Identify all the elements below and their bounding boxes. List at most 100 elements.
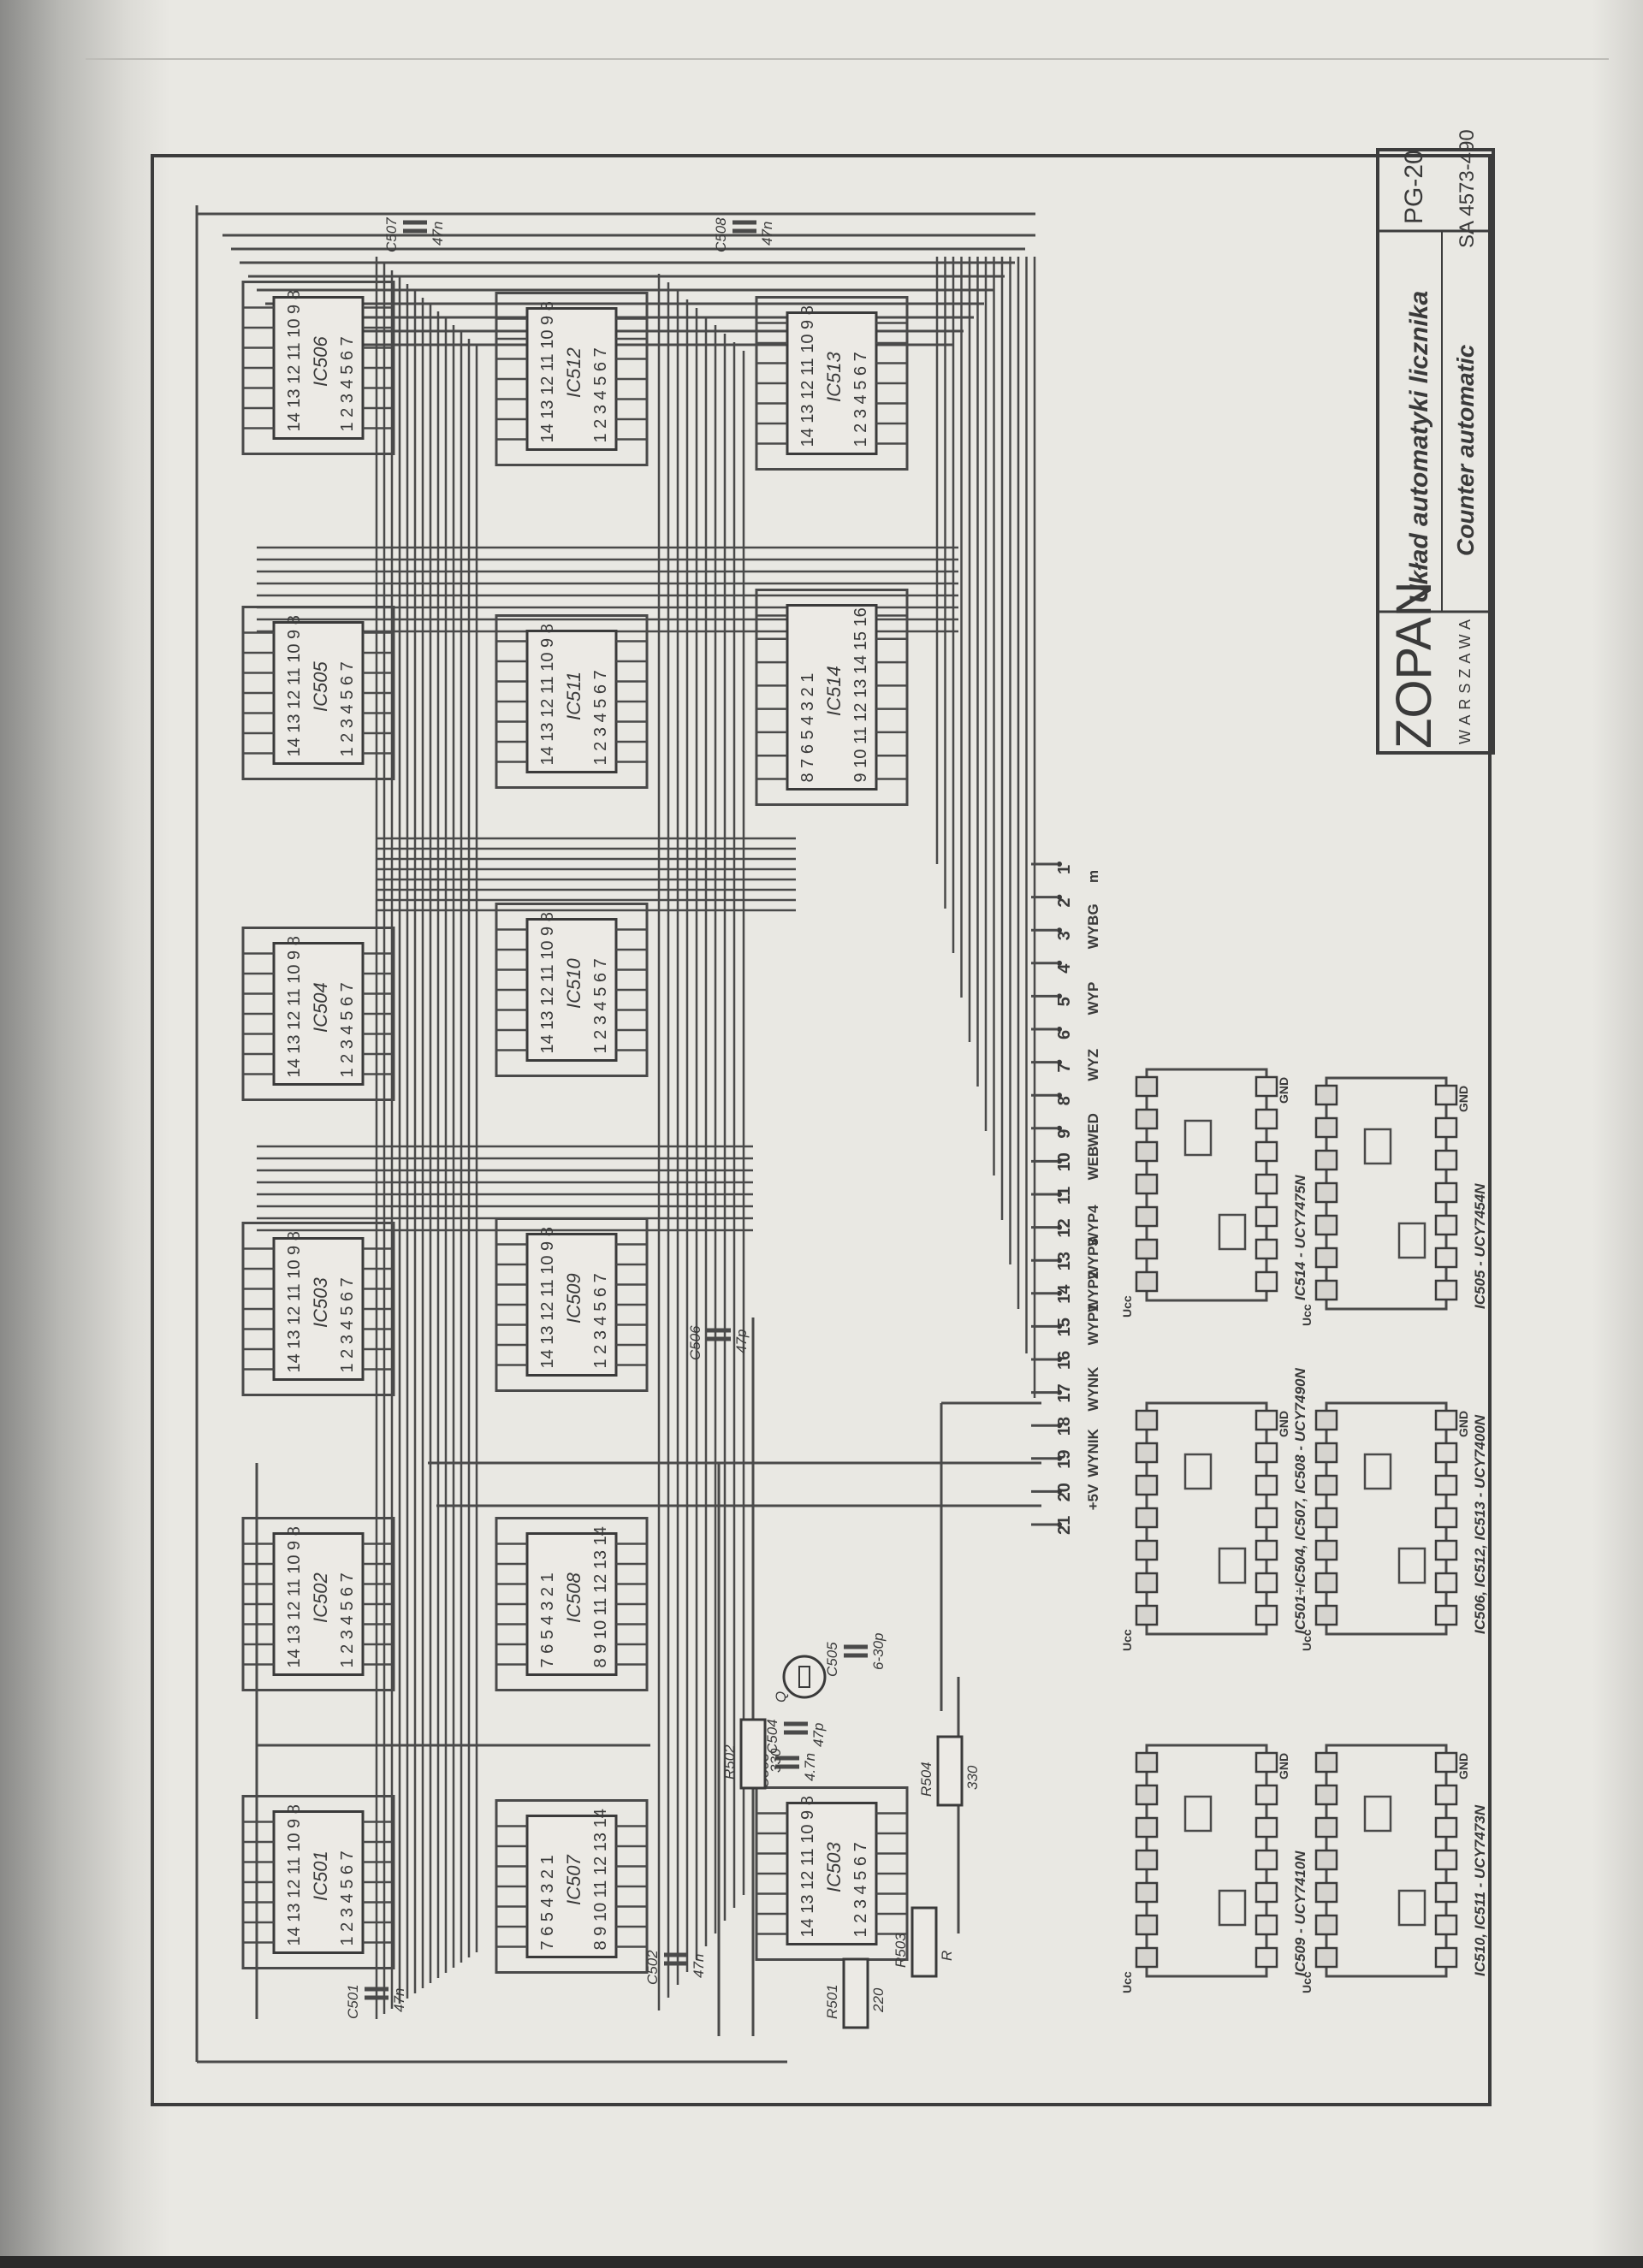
pin-terminal	[1057, 1258, 1062, 1264]
chip-pin-box	[1434, 1946, 1458, 1969]
pin-terminal	[1057, 1224, 1062, 1230]
chip-pin-box	[1135, 1474, 1159, 1496]
chip-pin-box	[1135, 1507, 1159, 1529]
connector-signal-label: WYP1	[1085, 1304, 1101, 1345]
component-value: 47p	[810, 1723, 827, 1747]
pin-terminal	[1057, 1357, 1062, 1362]
chip-pin-box	[1135, 1108, 1159, 1130]
connector-signal-label: m	[1085, 870, 1101, 883]
ic-body	[272, 621, 365, 765]
scan-bottom-edge	[0, 2256, 1643, 2268]
chip-pin-box	[1434, 1474, 1458, 1496]
connector-pin-1: 1m	[1031, 862, 1101, 883]
ic-bottom-pin-numbers: 1 2 3 4 5 6 7	[338, 982, 357, 1077]
connector-signal-label: WYP	[1085, 982, 1101, 1016]
pin-terminal	[1057, 1389, 1062, 1395]
chip-pin-box	[1314, 1751, 1338, 1774]
connector-signal-label: WYP3	[1085, 1238, 1101, 1279]
wiring	[195, 205, 1041, 2064]
chip-pin-box	[1135, 1442, 1159, 1464]
chip-pin-box	[1434, 1116, 1458, 1139]
chip-pin-box	[1254, 1140, 1278, 1163]
pin-terminal	[1057, 1455, 1062, 1461]
ic-body	[272, 942, 365, 1086]
chip-pin-box	[1254, 1442, 1278, 1464]
ic-label: IC503	[823, 1842, 845, 1892]
chip-pin-box	[1434, 1539, 1458, 1561]
chip-caption: IC501÷IC504, IC507, IC508 - UCY7490N	[1292, 1368, 1308, 1634]
connector-pin-number: 10	[1055, 1152, 1074, 1171]
ic-bottom-pin-numbers: 9 10 11 12 13 14 15 16	[851, 607, 870, 782]
chip-pin-box	[1434, 1849, 1458, 1871]
chip-pin-box	[1314, 1539, 1338, 1561]
component-value: 47n	[691, 1954, 707, 1978]
company-city: WARSZAWA	[1456, 614, 1474, 744]
chip-pin-box	[1314, 1149, 1338, 1171]
connector-pin-number: 19	[1055, 1450, 1074, 1469]
ic-bottom-pin-numbers: 8 9 10 11 12 13 14	[591, 1809, 610, 1950]
ic-bottom-pin-numbers: 1 2 3 4 5 6 7	[338, 1277, 357, 1372]
ic-bottom-pin-numbers: 1 2 3 4 5 6 7	[591, 670, 610, 765]
connector-pin-number: 4	[1055, 963, 1074, 974]
chip-pin-box	[1135, 1946, 1159, 1969]
chip-diagram: IC501÷IC504, IC507, IC508 - UCY7490NGNDU…	[1120, 1368, 1308, 1651]
chip-pin-box	[1254, 1539, 1278, 1561]
ic-label: IC502	[310, 1572, 331, 1623]
ic-bottom-pin-numbers: 1 2 3 4 5 6 7	[851, 1842, 870, 1937]
chip-pin-box	[1434, 1442, 1458, 1464]
component-value: 4.7n	[802, 1753, 818, 1781]
resistor-symbol	[936, 1735, 964, 1807]
ic-bottom-pin-numbers: 1 2 3 4 5 6 7	[338, 336, 357, 431]
chip-pin-box	[1314, 1474, 1338, 1496]
gnd-label: GND	[1456, 1753, 1470, 1779]
pin-terminal	[1057, 1323, 1062, 1329]
connector-pin-6: 6	[1031, 1027, 1074, 1039]
scan-right-edge	[1592, 0, 1643, 2268]
component-ref: R502	[721, 1744, 738, 1779]
component-value: 47n	[391, 1988, 407, 2012]
component-value: 330	[964, 1765, 981, 1790]
ic-label: IC503	[310, 1277, 331, 1328]
chip-pin-box	[1254, 1751, 1278, 1774]
ic-top-pin-numbers: 14 13 12 11 10 9 8	[285, 1231, 304, 1372]
chip-pin-box	[1314, 1946, 1338, 1969]
chip-pin-box	[1314, 1409, 1338, 1431]
ic-ic503: 14 13 12 11 10 9 8 IC503 1 2 3 4 5 6 7	[755, 1786, 909, 1961]
connector-pin-number: 13	[1055, 1252, 1074, 1270]
chip-pin-box	[1135, 1816, 1159, 1839]
logic-gate-symbol	[1397, 1889, 1427, 1927]
connector-pin-11: 11	[1031, 1187, 1074, 1205]
chip-pin-box	[1254, 1108, 1278, 1130]
chip-pin-box	[1254, 1409, 1278, 1431]
pin-terminal	[1057, 1192, 1062, 1197]
scan-left-shadow	[0, 0, 171, 2268]
ic-top-pin-numbers: 14 13 12 11 10 9 8	[798, 305, 817, 447]
chip-pin-box	[1254, 1270, 1278, 1293]
chip-caption: IC506, IC512, IC513 - UCY7400N	[1472, 1414, 1488, 1634]
component-ref: Q	[773, 1691, 789, 1702]
chip-pin-box	[1314, 1604, 1338, 1626]
chip-pin-box	[1254, 1604, 1278, 1626]
ic-label: IC512	[563, 347, 584, 398]
chip-pin-box	[1254, 1474, 1278, 1496]
pin-terminal	[1057, 1158, 1062, 1164]
chip-pin-box	[1434, 1214, 1458, 1236]
chip-pin-box	[1314, 1442, 1338, 1464]
logic-gate-symbol	[1218, 1213, 1247, 1251]
passive-components: C50747nC50847nC50647pC5056-30pC50447pC50…	[345, 217, 981, 2029]
chip-pin-box	[1254, 1881, 1278, 1904]
chip-pin-box	[1254, 1572, 1278, 1594]
ic-top-pin-numbers: 14 13 12 11 10 9 8	[798, 1796, 817, 1937]
